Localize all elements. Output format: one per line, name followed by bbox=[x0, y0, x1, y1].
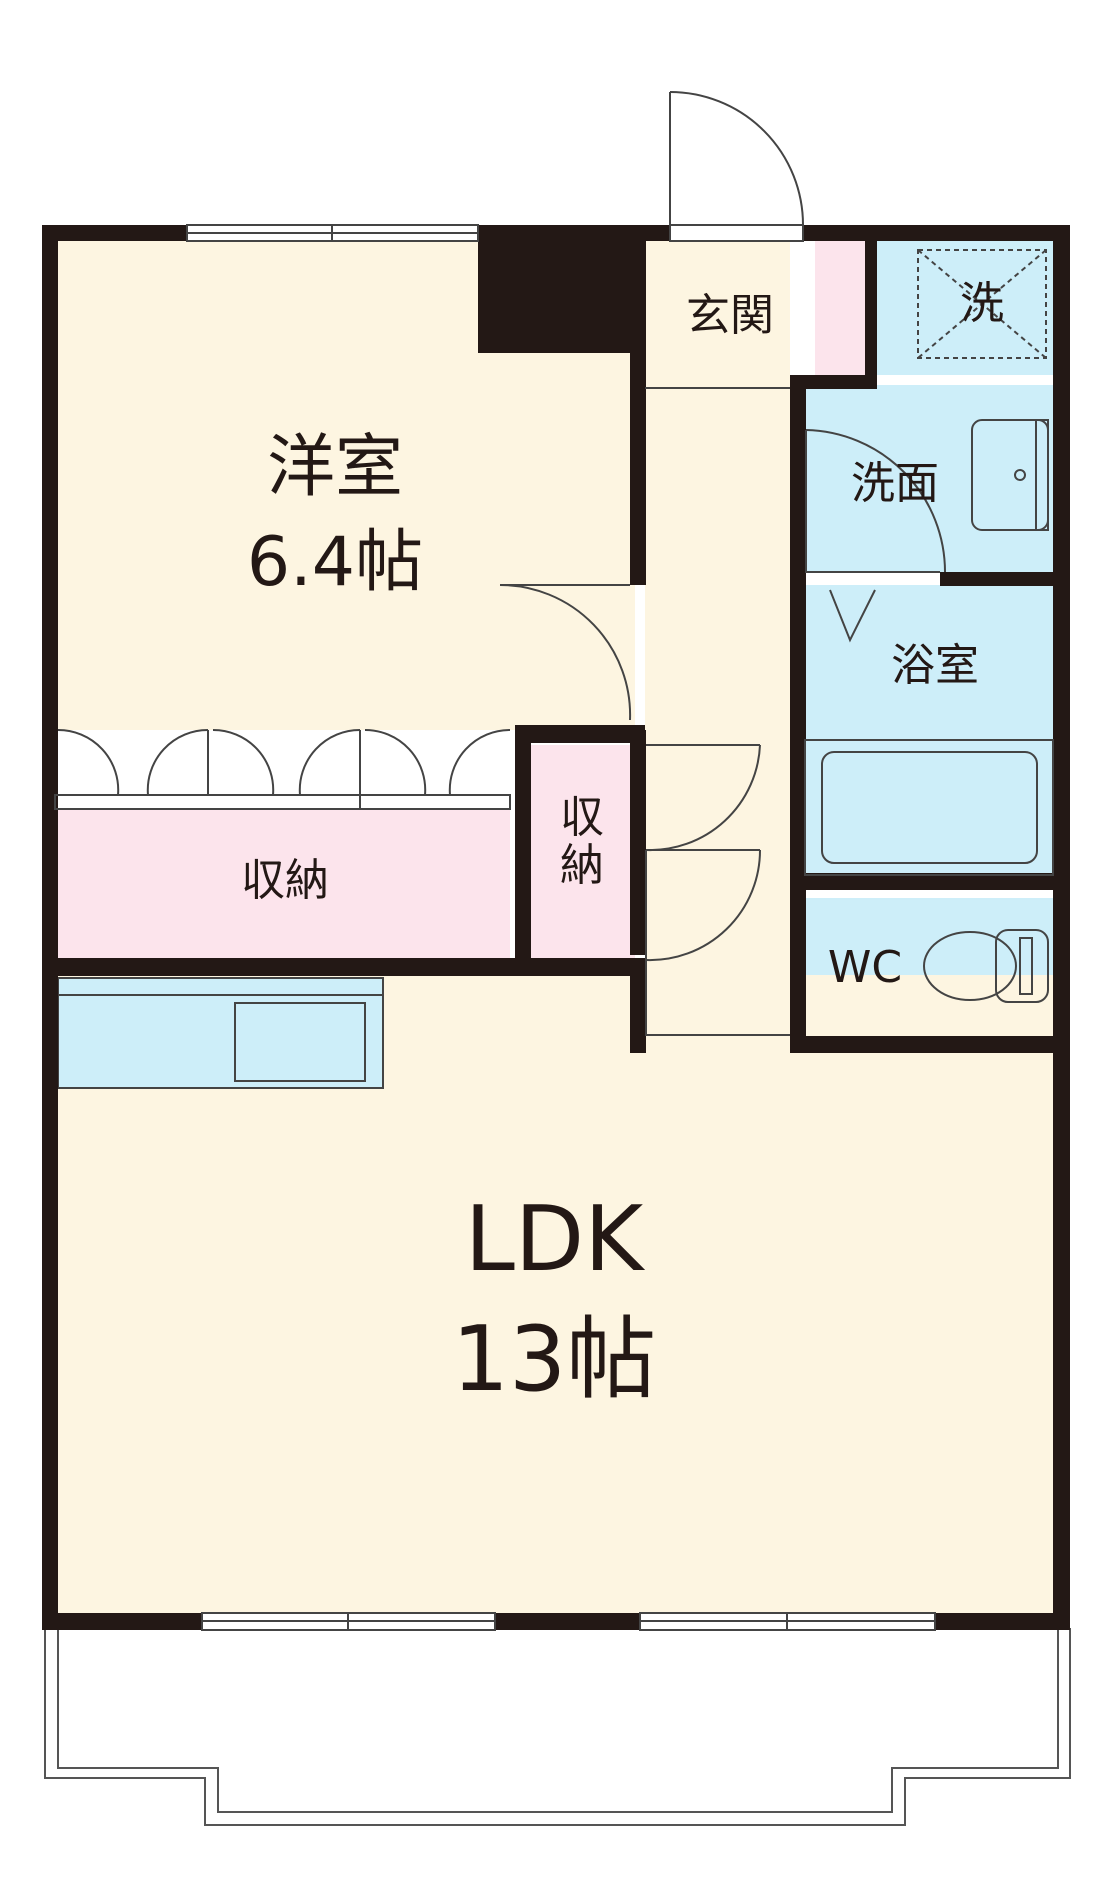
balcony bbox=[44, 1628, 1071, 1826]
bathroom-floor bbox=[805, 585, 1053, 873]
western-room-name: 洋室 bbox=[267, 428, 403, 507]
storage-main-floor bbox=[55, 810, 510, 960]
kitchen-sink bbox=[234, 1002, 366, 1082]
ldk-size: 13帖 bbox=[452, 1307, 657, 1412]
western-room-size: 6.4帖 bbox=[247, 523, 423, 602]
washroom-label: 洗面 bbox=[851, 458, 939, 509]
washer-label: 洗 bbox=[960, 278, 1004, 329]
windows bbox=[186, 224, 936, 1631]
fixtures bbox=[804, 249, 1054, 1003]
doors bbox=[57, 91, 946, 1035]
partitions bbox=[54, 387, 940, 1036]
storage-main-label: 収納 bbox=[241, 855, 329, 906]
bathtub bbox=[804, 739, 1054, 876]
toilet-bowl bbox=[923, 931, 1017, 1001]
toilet-label: WC bbox=[828, 942, 902, 993]
ldk-name: LDK bbox=[465, 1187, 645, 1292]
labels: 洋室 6.4帖 収納 収 納 玄関 洗 洗面 浴室 WC LDK 13帖 bbox=[241, 278, 1004, 1412]
walls bbox=[42, 225, 1070, 1630]
entrance-label: 玄関 bbox=[686, 290, 774, 341]
entrance-door-frame bbox=[669, 224, 804, 242]
storage-small-floor bbox=[530, 745, 635, 960]
bathroom-label: 浴室 bbox=[891, 640, 979, 691]
washroom-floor bbox=[805, 385, 1053, 572]
storage-small-label-2: 納 bbox=[560, 840, 604, 891]
washer-pan bbox=[917, 249, 1047, 359]
washer-area-floor bbox=[875, 240, 1053, 375]
storage-small-label-1: 収 bbox=[560, 792, 604, 843]
entrance-closet-floor bbox=[815, 240, 865, 380]
hallway-floor bbox=[645, 240, 790, 1050]
